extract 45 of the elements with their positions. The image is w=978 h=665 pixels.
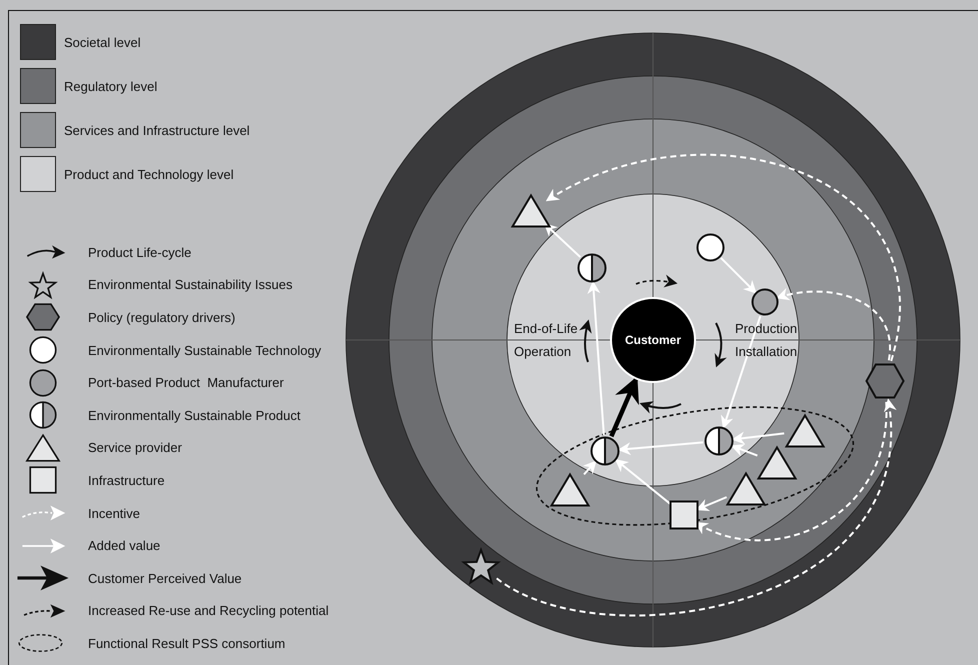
triangle-symbol (550, 473, 590, 507)
quadrant-label: Production (735, 321, 798, 336)
quadrant-label: End-of-Life (514, 321, 578, 336)
legend-text: Port-based Product Manufacturer (88, 375, 284, 390)
arrow (732, 432, 784, 444)
arrow (618, 441, 704, 456)
node-label: Customer (624, 333, 681, 347)
legend-text: Product and Technology level (64, 166, 234, 182)
legend-text: Customer Perceived Value (88, 570, 242, 586)
dashed-arrow (776, 288, 891, 360)
legend-text: Environmentally Sustainable Product (88, 408, 300, 423)
triangle-symbol (757, 446, 797, 480)
triangle-symbol (511, 194, 551, 228)
dashed-arrow (546, 154, 901, 362)
arrow (544, 223, 581, 258)
dashed-arrow (496, 398, 896, 616)
arrow (583, 460, 597, 476)
star-symbol (462, 548, 500, 584)
legend-text: Societal level (64, 34, 141, 50)
circle-symbol (590, 436, 620, 466)
legend-text: Environmentally Sustainable Technology (88, 342, 322, 358)
legend-text: Increased Re-use and Recycling potential (88, 603, 329, 618)
triangle-symbol (726, 472, 766, 506)
legend-text: Services and Infrastructure level (64, 122, 250, 138)
quadrant-label: Installation (735, 344, 798, 359)
legend-text: Regulatory level (64, 78, 158, 94)
arrow (587, 280, 605, 436)
arrow (720, 316, 762, 429)
legend-text: Environmental Sustainability Issues (88, 277, 292, 292)
square-symbol (669, 500, 699, 530)
circle-symbol (704, 426, 734, 456)
triangle-symbol (785, 414, 825, 448)
legend-text: Product Life-cycle (88, 244, 192, 260)
arrow (730, 444, 758, 456)
legend-text: Functional Result PSS consortium (88, 636, 286, 651)
legend-text: Incentive (88, 506, 140, 521)
legend-text: Infrastructure (88, 472, 165, 488)
quadrant-label: Operation (514, 344, 572, 359)
arrow (720, 257, 757, 294)
thick-arrow (609, 376, 639, 438)
legend-text: Policy (regulatory drivers) (88, 310, 236, 325)
hexagon-symbol (865, 363, 905, 399)
legend-text: Service provider (88, 440, 182, 456)
circle-symbol (577, 253, 607, 283)
legend-text: Added value (88, 538, 160, 554)
